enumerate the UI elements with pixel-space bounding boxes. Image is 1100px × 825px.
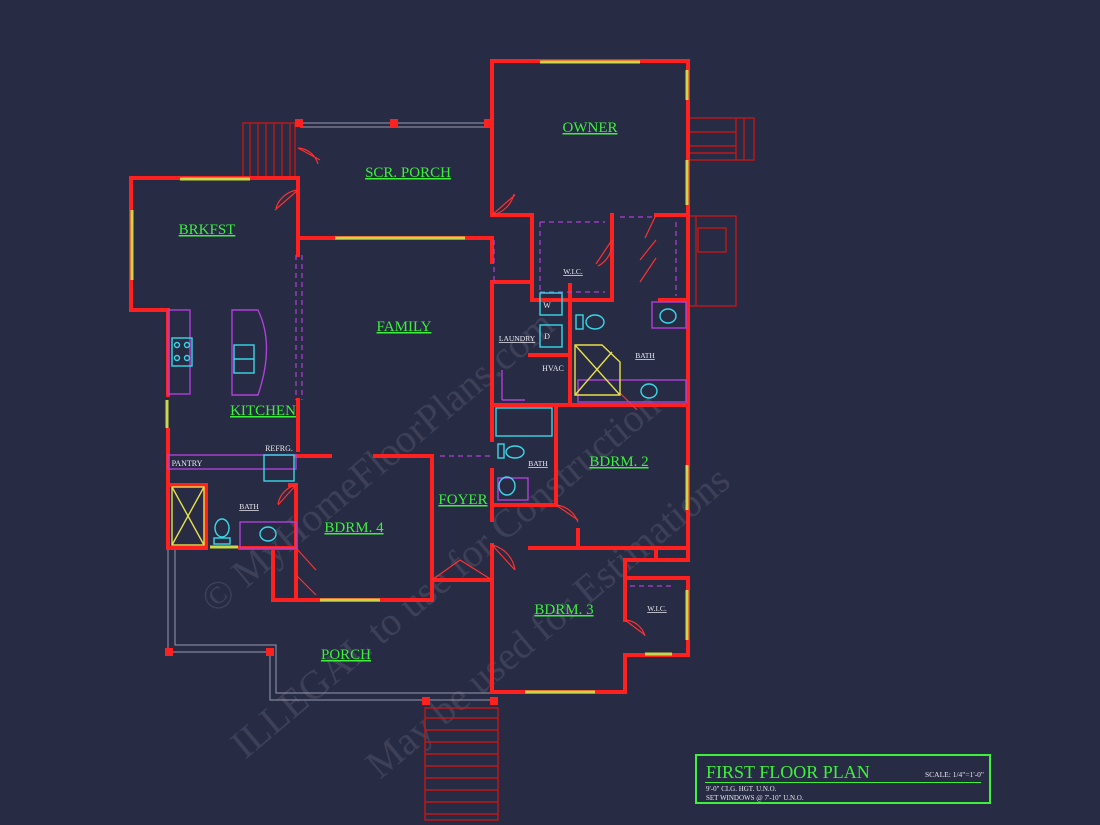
label-pantry: PANTRY xyxy=(172,459,203,468)
title-block-note-windows: SET WINDOWS @ 7'-10" U.N.O. xyxy=(706,794,804,802)
label-bath-owner: BATH xyxy=(635,351,655,360)
refrigerator-icon xyxy=(263,454,295,482)
room-label-porch: PORCH xyxy=(321,647,371,663)
label-bath-bdrm4: BATH xyxy=(239,502,259,511)
stair-scr-porch xyxy=(242,122,296,179)
room-label-bdrm4: BDRM. 4 xyxy=(324,520,384,536)
title-block-underline xyxy=(705,782,981,783)
dryer-icon xyxy=(539,324,563,348)
fixtures xyxy=(171,292,677,545)
stair-bath-side xyxy=(687,215,737,307)
small-labels: W.I.C. LAUNDRY W D HVAC BATH BATH BATH P… xyxy=(172,267,667,613)
label-dryer: D xyxy=(544,332,550,341)
label-wic-bdrm3: W.I.C. xyxy=(647,604,667,613)
room-label-brkfst: BRKFST xyxy=(179,222,236,238)
watermark: © MyHomeFloorPlans.com ILLEGAL to use fo… xyxy=(192,301,738,787)
label-bath-hall: BATH xyxy=(528,459,548,468)
label-laundry: LAUNDRY xyxy=(499,334,536,343)
label-hvac: HVAC xyxy=(542,364,564,373)
room-label-foyer: FOYER xyxy=(438,492,487,508)
room-label-owner: OWNER xyxy=(563,120,618,136)
room-labels: OWNER SCR. PORCH BRKFST FAMILY KITCHEN F… xyxy=(179,120,649,663)
title-block-note-ceiling: 9'-0" CLG. HGT. U.N.O. xyxy=(706,785,777,793)
front-porch xyxy=(165,550,498,705)
sink-icon-bdrm4 xyxy=(259,526,277,542)
title-block: FIRST FLOOR PLAN SCALE: 1/4"=1'-0" 9'-0"… xyxy=(695,754,991,804)
label-washer: W xyxy=(543,301,551,310)
toilet-icon-bdrm4 xyxy=(214,518,230,538)
sink-icon-owner-2 xyxy=(640,383,658,399)
screened-porch xyxy=(295,119,492,128)
room-label-bdrm3: BDRM. 3 xyxy=(534,602,593,618)
room-label-scr-porch: SCR. PORCH xyxy=(365,165,451,181)
room-label-family: FAMILY xyxy=(377,319,432,335)
cabinetry xyxy=(167,216,687,587)
sink-icon-hall xyxy=(498,476,516,496)
doors xyxy=(274,147,657,637)
toilet-icon-owner xyxy=(585,314,605,330)
label-refrg: REFRG. xyxy=(265,444,293,453)
kitchen-sink-icon xyxy=(233,344,255,374)
stair-front xyxy=(424,707,499,821)
showers xyxy=(171,344,621,546)
range-icon xyxy=(171,337,193,367)
room-label-kitchen: KITCHEN xyxy=(230,403,296,419)
room-label-bdrm2: BDRM. 2 xyxy=(589,454,648,470)
title-block-title: FIRST FLOOR PLAN xyxy=(706,762,870,782)
watermark-line-1: © MyHomeFloorPlans.com xyxy=(192,301,563,622)
label-wic-owner: W.I.C. xyxy=(563,267,583,276)
sink-icon-owner xyxy=(659,308,677,324)
washer-icon xyxy=(539,292,563,316)
tub-icon xyxy=(495,407,553,437)
windows xyxy=(130,60,689,694)
stairs xyxy=(242,117,755,821)
stair-owner xyxy=(687,117,755,161)
toilet-icon-hall xyxy=(505,445,525,459)
title-block-scale: SCALE: 1/4"=1'-0" xyxy=(925,770,984,779)
